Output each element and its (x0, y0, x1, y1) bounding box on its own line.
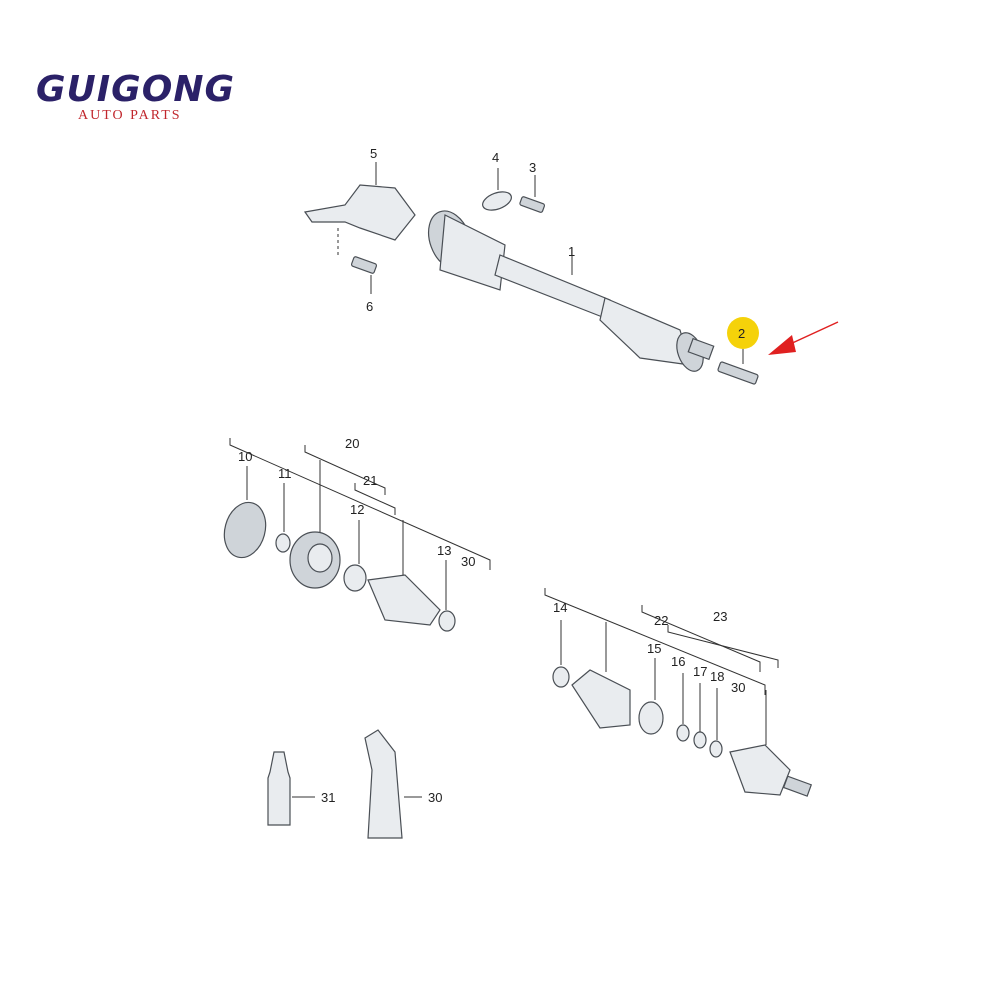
callout-30-kit-left: 30 (461, 554, 475, 569)
part-5-heat-shield (303, 184, 416, 255)
kit-bracket-lines-right (544, 588, 779, 695)
part-15-clamp (638, 701, 664, 735)
callout-4: 4 (492, 150, 499, 165)
callout-12: 12 (350, 502, 364, 517)
callout-22: 22 (654, 613, 668, 628)
callout-21: 21 (363, 473, 377, 488)
callout-3: 3 (529, 160, 536, 175)
callout-6: 6 (366, 299, 373, 314)
callout-1: 1 (568, 244, 575, 259)
kit-bracket-lines-left (229, 438, 491, 570)
part-30-grease-tube (364, 729, 403, 839)
part-17-washer (693, 731, 707, 749)
callout-2: 2 (738, 326, 745, 341)
callout-23: 23 (713, 609, 727, 624)
part-31-sealant-bottle (267, 751, 291, 826)
part-18-ring (709, 740, 723, 758)
brand-logo: GUIGONG AUTO PARTS (36, 70, 246, 130)
red-arrow-icon (768, 321, 839, 355)
callout-10: 10 (238, 449, 252, 464)
part-outer-cv-joint (729, 744, 813, 797)
callout-20: 20 (345, 436, 359, 451)
part-4-plate (482, 191, 512, 211)
callout-18: 18 (710, 669, 724, 684)
part-3-bolt (519, 196, 546, 213)
part-1-drive-shaft (427, 210, 715, 372)
part-11-circlip (275, 533, 291, 553)
part-2-bolt (717, 361, 759, 385)
part-cv-joint (289, 531, 341, 589)
callout-11: 11 (278, 466, 292, 481)
brand-name: GUIGONG (36, 69, 236, 110)
callout-16: 16 (671, 654, 685, 669)
callout-15: 15 (647, 641, 661, 656)
brand-tagline: AUTO PARTS (78, 108, 182, 123)
part-14-clamp (552, 666, 570, 688)
callout-13: 13 (437, 543, 451, 558)
part-boot-left (367, 574, 441, 626)
callout-14: 14 (553, 600, 567, 615)
part-boot-right (571, 669, 631, 729)
part-16-circlip (676, 724, 690, 742)
callout-31: 31 (321, 790, 335, 805)
part-6-bolt (350, 256, 378, 274)
callout-17: 17 (693, 664, 707, 679)
callout-5: 5 (370, 146, 377, 161)
part-12-clamp (343, 564, 367, 592)
highlight-badge (727, 317, 759, 349)
part-10-cap (223, 501, 267, 559)
callout-30-kit-right: 30 (731, 680, 745, 695)
part-13-clamp (438, 610, 456, 632)
callout-30: 30 (428, 790, 442, 805)
